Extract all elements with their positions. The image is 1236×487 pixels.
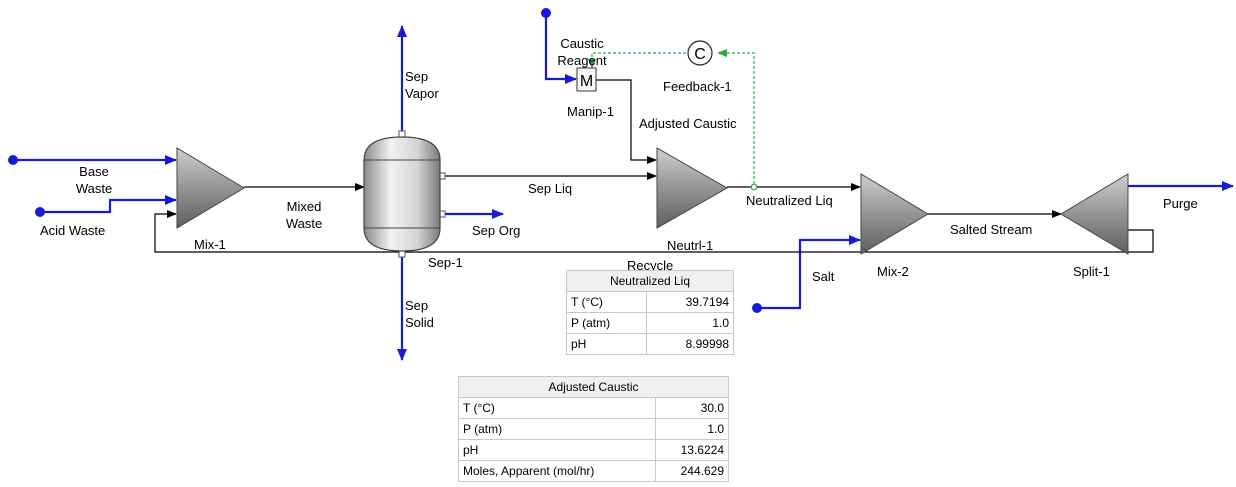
label-neutralized-liq: Neutralized Liq	[746, 193, 833, 208]
label-recycle: Recycle	[627, 258, 674, 273]
table-cell-label: P (atm)	[458, 418, 656, 440]
label-base-waste: Base Waste	[72, 163, 116, 197]
table-cell-value: 8.99998	[645, 333, 735, 355]
label-salt: Salt	[812, 269, 835, 284]
feedback-symbol: C	[694, 46, 706, 63]
label-line: Reagent	[557, 53, 607, 68]
table-row: Moles, Apparent (mol/hr) 244.629	[458, 460, 730, 482]
label-mix-2: Mix-2	[877, 264, 909, 279]
label-adjusted-caustic: Adjusted Caustic	[639, 116, 737, 131]
table-header-row: Adjusted Caustic	[458, 376, 729, 398]
table-cell-value: 244.629	[654, 460, 730, 482]
label-caustic-reagent: Caustic Reagent	[552, 35, 612, 69]
table-row: T (°C) 30.0	[458, 397, 730, 419]
label-split-1: Split-1	[1073, 264, 1110, 279]
stream-recycle[interactable]	[154, 210, 1154, 253]
table-title: Neutralized Liq	[566, 270, 734, 292]
stream-adjusted-caustic[interactable]	[595, 79, 657, 164]
label-line: Solid	[405, 315, 434, 330]
mixer-neutrl-1[interactable]	[656, 147, 729, 229]
label-line: Caustic	[560, 36, 604, 51]
table-cell-label: Moles, Apparent (mol/hr)	[458, 460, 656, 482]
label-acid-waste: Acid Waste	[40, 223, 106, 238]
mixer-mix-2[interactable]	[860, 173, 929, 255]
label-line: Sep	[405, 298, 429, 313]
label-mix-1: Mix-1	[194, 237, 226, 252]
table-cell-value: 1.0	[645, 312, 735, 334]
label-line: Base	[79, 164, 109, 179]
label-line: Waste	[285, 216, 323, 231]
label-sep-org: Sep Org	[472, 223, 521, 238]
label-line: Vapor	[405, 86, 439, 101]
table-header-row: Neutralized Liq	[566, 270, 734, 292]
table-row: pH 13.6224	[458, 439, 730, 461]
stream-salt[interactable]	[752, 235, 861, 313]
table-cell-label: pH	[458, 439, 656, 461]
label-line: Mixed	[286, 199, 322, 214]
label-sep-liq: Sep Liq	[528, 181, 573, 196]
separator-sep-1[interactable]	[363, 130, 446, 258]
label-sep-solid: Sep Solid	[405, 297, 434, 331]
manipulator-manip-1[interactable]: M	[576, 67, 597, 92]
label-line: Waste	[75, 181, 113, 196]
table-row: P (atm) 1.0	[566, 312, 735, 334]
label-neutrl-1: Neutrl-1	[667, 238, 714, 253]
table-row: pH 8.99998	[566, 333, 735, 355]
stream-caustic-reagent[interactable]	[541, 8, 577, 84]
control-signal[interactable]	[588, 49, 758, 191]
feedback-controller-feedback-1[interactable]: C	[687, 40, 713, 66]
table-cell-value: 30.0	[654, 397, 730, 419]
table-cell-value: 1.0	[654, 418, 730, 440]
label-line: Sep	[405, 69, 429, 84]
table-row: P (atm) 1.0	[458, 418, 730, 440]
table-title: Adjusted Caustic	[458, 376, 729, 398]
table-row: T (°C) 39.7194	[566, 291, 735, 313]
manip-symbol: M	[580, 73, 593, 90]
table-cell-label: T (°C)	[458, 397, 656, 419]
stream-base-waste[interactable]	[8, 155, 177, 165]
label-sep-1: Sep-1	[428, 255, 463, 270]
label-mixed-waste: Mixed Waste	[280, 198, 328, 232]
label-manip-1: Manip-1	[567, 104, 614, 119]
table-cell-label: P (atm)	[566, 312, 647, 334]
mixer-mix-1[interactable]	[176, 147, 245, 229]
table-cell-label: pH	[566, 333, 647, 355]
label-feedback-1: Feedback-1	[663, 79, 732, 94]
table-neutralized-liq: Neutralized Liq T (°C) 39.7194 P (atm) 1…	[566, 270, 735, 355]
table-cell-label: T (°C)	[566, 291, 647, 313]
table-adjusted-caustic: Adjusted Caustic T (°C) 30.0 P (atm) 1.0…	[458, 376, 730, 482]
table-cell-value: 13.6224	[654, 439, 730, 461]
label-purge: Purge	[1163, 196, 1198, 211]
label-salted-stream: Salted Stream	[950, 222, 1033, 237]
stream-acid-waste[interactable]	[35, 195, 177, 217]
table-cell-value: 39.7194	[645, 291, 735, 313]
label-sep-vapor: Sep Vapor	[405, 68, 439, 102]
splitter-split-1[interactable]	[1060, 173, 1129, 255]
